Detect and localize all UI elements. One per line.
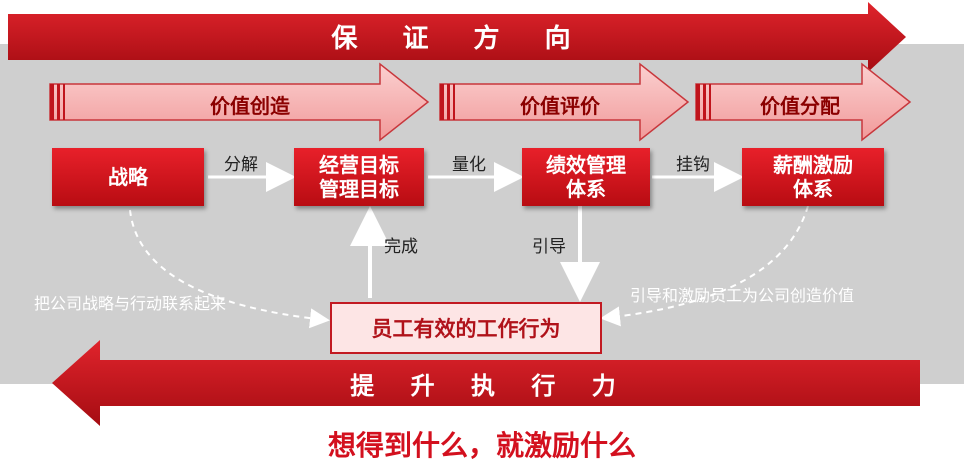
value-creation-label: 价值创造 bbox=[210, 94, 290, 118]
dashed-curve-right bbox=[600, 205, 809, 327]
slogan: 想得到什么，就激励什么 bbox=[327, 429, 636, 462]
strategy-label: 战略 bbox=[108, 165, 148, 189]
note-left: 把公司战略与行动联系起来 bbox=[34, 294, 227, 313]
value-evaluation-label: 价值评价 bbox=[520, 94, 600, 118]
connector-guide-label: 引导 bbox=[532, 237, 566, 257]
employee-behavior-box: 员工有效的工作行为 bbox=[330, 302, 602, 354]
value-arrow-distribution bbox=[695, 62, 912, 142]
value-distribution-label: 价值分配 bbox=[760, 94, 840, 118]
connector-complete-label: 完成 bbox=[384, 237, 418, 257]
value-arrow-creation bbox=[49, 62, 430, 142]
connector-decompose-label: 分解 bbox=[224, 155, 258, 175]
compensation-label: 薪酬激励 体系 bbox=[773, 153, 853, 201]
top-banner-arrow bbox=[8, 2, 906, 72]
bottom-banner-label: 提 升 执 行 力 bbox=[350, 372, 630, 400]
performance-label: 绩效管理 体系 bbox=[546, 153, 626, 201]
top-banner-label: 保 证 方 向 bbox=[331, 24, 589, 54]
target-box: 经营目标 管理目标 bbox=[294, 148, 424, 206]
dashed-curve-left bbox=[129, 209, 330, 329]
compensation-box: 薪酬激励 体系 bbox=[742, 148, 884, 206]
strategy-box: 战略 bbox=[52, 148, 204, 206]
connector-link-label: 挂钩 bbox=[676, 155, 710, 175]
note-right: 引导和激励员工为公司创造价值 bbox=[630, 286, 855, 305]
target-label: 经营目标 管理目标 bbox=[319, 153, 399, 201]
bottom-banner-arrow bbox=[52, 340, 920, 426]
performance-box: 绩效管理 体系 bbox=[522, 148, 650, 206]
connector-quantify-label: 量化 bbox=[452, 155, 486, 175]
value-arrow-evaluation bbox=[439, 62, 690, 142]
